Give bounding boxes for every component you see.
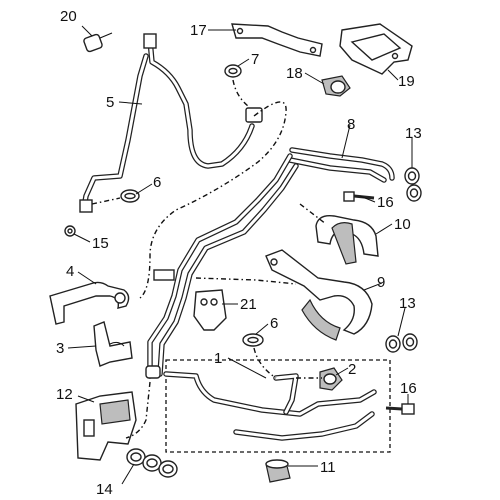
part-18-clamp [321, 75, 351, 97]
callout-14: 14 [96, 481, 113, 498]
part-2-valve [319, 367, 343, 391]
part-1-assembly [163, 359, 391, 453]
callout-11: 11 [320, 459, 336, 476]
callout-13-upper: 13 [405, 125, 422, 142]
callout-labels: 20 17 7 18 19 5 8 13 6 16 10 15 4 9 21 1… [56, 8, 422, 498]
callout-18: 18 [286, 65, 303, 82]
callout-3: 3 [56, 340, 64, 357]
main-pipe [145, 153, 299, 379]
part-15-nut [64, 225, 76, 237]
callout-13-lower: 13 [399, 295, 416, 312]
callout-12: 12 [56, 386, 73, 403]
callout-1: 1 [214, 350, 222, 367]
callout-6-upper: 6 [153, 174, 161, 191]
part-6-o-ring-upper [120, 189, 140, 203]
part-13-o-rings-upper [404, 167, 422, 202]
callout-15: 15 [92, 235, 109, 252]
callout-8: 8 [347, 116, 355, 133]
callout-7: 7 [251, 51, 259, 68]
callout-4: 4 [66, 263, 74, 280]
part-5-pipe [79, 33, 263, 213]
callout-21: 21 [240, 296, 257, 313]
part-4-bracket [49, 281, 130, 325]
connection-lines [91, 79, 327, 439]
callout-6-lower: 6 [270, 315, 278, 332]
part-6-o-ring-lower [242, 333, 264, 347]
part-3-bracket [93, 321, 133, 367]
part-8-pipe [287, 147, 395, 183]
part-14-o-rings [126, 448, 178, 478]
callout-16-lower: 16 [400, 380, 417, 397]
part-13-o-rings-lower [385, 333, 418, 353]
part-11-cap [265, 459, 291, 483]
callout-16-upper: 16 [377, 194, 394, 211]
part-17-bracket [231, 23, 323, 57]
callout-5: 5 [106, 94, 114, 111]
part-16-bolt-upper [343, 191, 375, 202]
callout-19: 19 [398, 73, 415, 90]
part-20-sensor [83, 32, 113, 53]
part-7-o-ring [224, 64, 242, 78]
callout-2: 2 [348, 361, 356, 378]
callout-10: 10 [394, 216, 411, 233]
callout-20: 20 [60, 8, 77, 25]
callout-9: 9 [377, 274, 385, 291]
part-9-bracket [265, 249, 373, 341]
leader-lines [67, 25, 413, 485]
callout-17: 17 [190, 22, 207, 39]
part-21-clip [193, 289, 227, 331]
part-10-clamp [315, 215, 379, 265]
part-19-bracket [339, 23, 413, 75]
part-12-bracket [75, 391, 137, 461]
